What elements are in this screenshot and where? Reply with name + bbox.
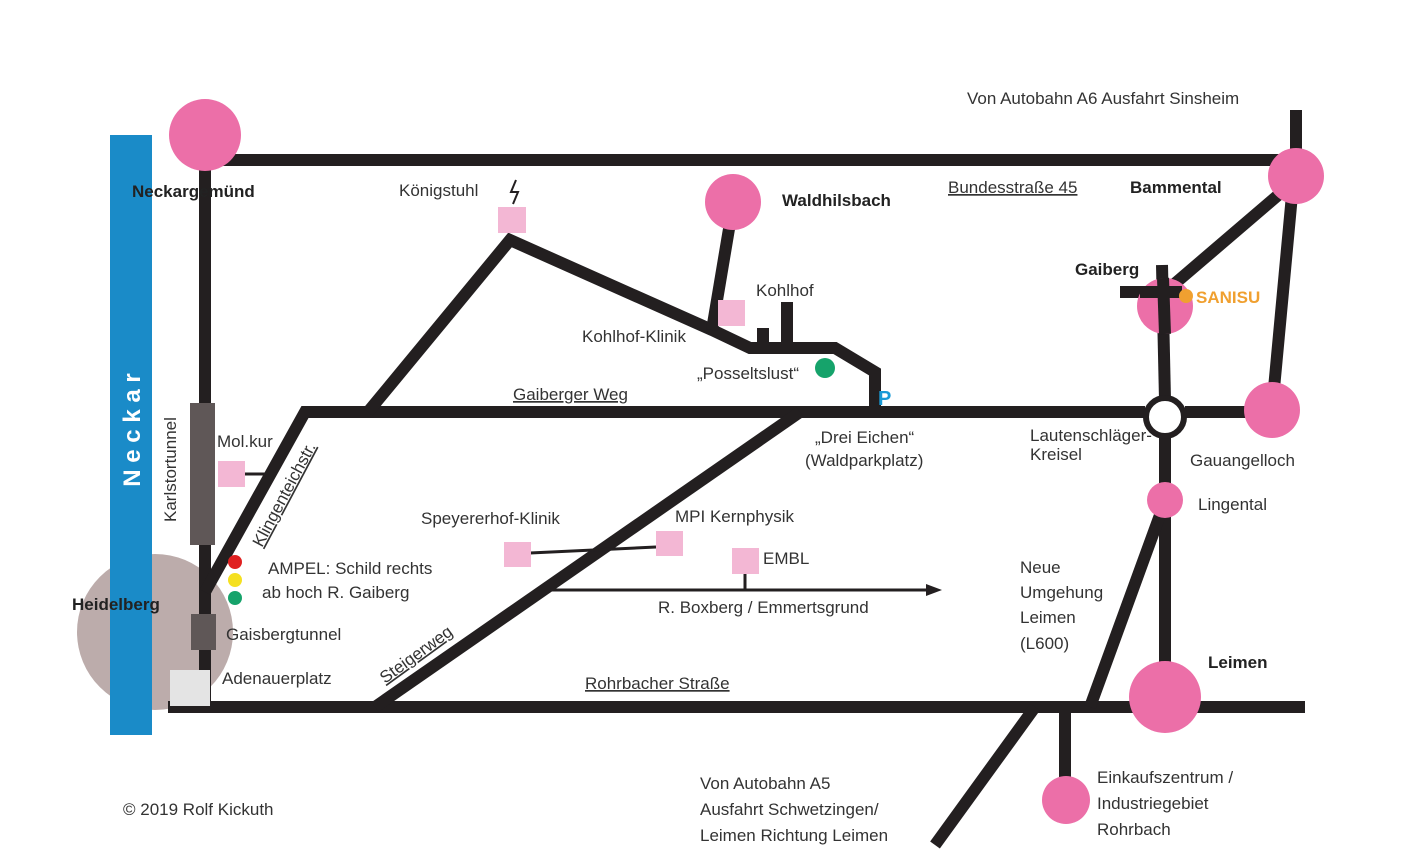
road-bammental-gauangelloch	[1266, 194, 1298, 411]
sanisu-location-icon	[1179, 289, 1193, 303]
lingental-dot	[1147, 482, 1183, 518]
label-kreisel-1: Lautenschläger-	[1030, 426, 1152, 445]
label-boxberg: R. Boxberg / Emmertsgrund	[658, 598, 869, 617]
label-neckargemuend: Neckargemünd	[132, 182, 255, 201]
roads	[168, 110, 1305, 849]
gaisbergtunnel	[191, 614, 216, 650]
roundabout-icon	[1143, 395, 1187, 439]
lightning-icon	[509, 179, 520, 205]
traffic-light-yellow-icon	[228, 573, 242, 587]
label-heidelberg: Heidelberg	[72, 595, 160, 614]
label-einkauf-3: Rohrbach	[1097, 820, 1171, 839]
label-einkauf-1: Einkaufszentrum /	[1097, 768, 1233, 787]
river-label: N e c k a r	[119, 373, 146, 486]
einkauf-dot	[1042, 776, 1090, 824]
road-a5	[930, 703, 1040, 849]
label-sanisu: SANISU	[1196, 288, 1260, 307]
label-umgehung-1: Neue	[1020, 558, 1061, 577]
label-waldhilsbach: Waldhilsbach	[782, 191, 891, 210]
label-drei-eichen: „Drei Eichen“	[815, 428, 915, 447]
speyererhof-square	[504, 542, 531, 567]
molkur-square	[218, 461, 245, 487]
parking-icon: P	[878, 388, 891, 410]
traffic-light-red-icon	[228, 555, 242, 569]
koenigstuhl-square	[498, 207, 526, 233]
label-speyererhof: Speyererhof-Klinik	[421, 509, 560, 528]
arrow-head-icon	[926, 584, 942, 596]
road-l600	[1084, 512, 1166, 710]
label-umgehung-2: Umgehung	[1020, 583, 1103, 602]
label-einkauf-2: Industriegebiet	[1097, 794, 1209, 813]
label-b45: Bundesstraße 45	[948, 178, 1077, 197]
road-steigerweg	[371, 407, 804, 712]
posseltslust-dot	[815, 358, 835, 378]
embl-square	[732, 548, 759, 574]
label-rohrbacher: Rohrbacher Straße	[585, 674, 730, 693]
label-a5-2: Ausfahrt Schwetzingen/	[700, 800, 879, 819]
label-posseltslust: „Posseltslust“	[697, 364, 799, 383]
label-a5-1: Von Autobahn A5	[700, 774, 830, 793]
label-molkur: Mol.kur	[217, 432, 273, 451]
label-gaiberger-weg: Gaiberger Weg	[513, 385, 628, 404]
neckargemuend-dot	[169, 99, 241, 171]
label-waldparkplatz: (Waldparkplatz)	[805, 451, 923, 470]
label-lingental: Lingental	[1198, 495, 1267, 514]
label-embl: EMBL	[763, 549, 809, 568]
copyright: © 2019 Rolf Kickuth	[123, 800, 274, 819]
road-koenigstuhl	[363, 232, 881, 416]
karlstortunnel	[190, 403, 215, 545]
kohlhof-square	[718, 300, 745, 326]
label-kohlhof-klinik: Kohlhof-Klinik	[582, 327, 686, 346]
label-a5-3: Leimen Richtung Leimen	[700, 826, 888, 845]
label-kreisel-2: Kreisel	[1030, 445, 1082, 464]
label-umgehung-3: Leimen	[1020, 608, 1076, 627]
waldhilsbach-dot	[705, 174, 761, 230]
label-kohlhof: Kohlhof	[756, 281, 814, 300]
label-ampel-1: AMPEL: Schild rechts	[268, 559, 432, 578]
bammental-dot	[1268, 148, 1324, 204]
label-adenauerplatz: Adenauerplatz	[222, 669, 332, 688]
label-bammental: Bammental	[1130, 178, 1222, 197]
label-gaiberg: Gaiberg	[1075, 260, 1139, 279]
label-karlstortunnel: Karlstortunnel	[161, 417, 180, 522]
road-bammental-gaiberg	[1161, 180, 1294, 297]
traffic-light-green-icon	[228, 591, 242, 605]
label-a6: Von Autobahn A6 Ausfahrt Sinsheim	[967, 89, 1239, 108]
neckar-river	[110, 135, 152, 735]
road-gaiberger-weg	[199, 406, 1145, 595]
label-mpi: MPI Kernphysik	[675, 507, 795, 526]
label-gauangelloch: Gauangelloch	[1190, 451, 1295, 470]
label-ampel-2: ab hoch R. Gaiberg	[262, 583, 409, 602]
label-leimen: Leimen	[1208, 653, 1268, 672]
label-umgehung-4: (L600)	[1020, 634, 1069, 653]
label-gaisbergtunnel: Gaisbergtunnel	[226, 625, 341, 644]
mpi-square	[656, 531, 683, 556]
adenauerplatz-square	[170, 670, 210, 706]
leimen-dot	[1129, 661, 1201, 733]
label-koenigstuhl: Königstuhl	[399, 181, 478, 200]
gauangelloch-dot	[1244, 382, 1300, 438]
